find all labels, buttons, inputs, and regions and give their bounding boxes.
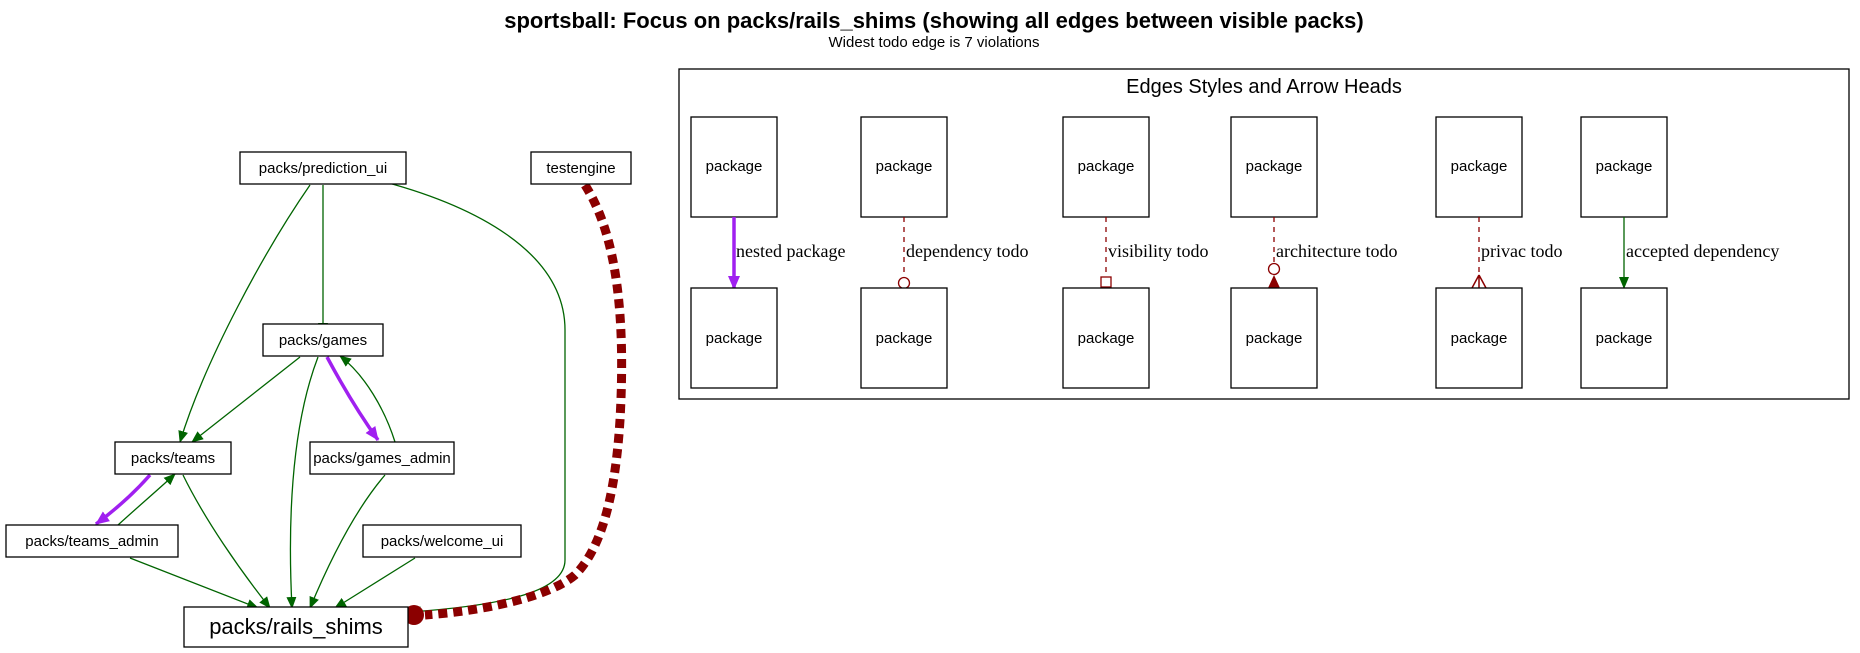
legend-title: Edges Styles and Arrow Heads — [1126, 76, 1402, 98]
legend-package-top-2: package — [860, 116, 948, 218]
legend-package-top-5: package — [1435, 116, 1523, 218]
todo-arrowhead-circle — [404, 605, 424, 625]
edge-games-to-teams — [191, 356, 301, 443]
legend-package-label: package — [1246, 158, 1303, 175]
legend-label-nested: nested package — [736, 241, 845, 261]
edge-teams-to-rails-shims — [182, 474, 271, 609]
node-rails-shims-label: packs/rails_shims — [209, 614, 383, 639]
legend-package-label: package — [1451, 158, 1508, 175]
legend-package-label: package — [876, 330, 933, 347]
edge-games-to-rails-shims — [286, 356, 319, 609]
node-games[interactable]: packs/games — [262, 323, 384, 357]
edge-testengine-todo-rails-shims — [424, 182, 627, 620]
legend-label-visibility-todo: visibility todo — [1108, 241, 1209, 261]
legend-package-label: package — [1596, 330, 1653, 347]
legend-package-bottom-6: package — [1580, 287, 1668, 389]
legend-package-label: package — [706, 330, 763, 347]
node-teams-admin[interactable]: packs/teams_admin — [5, 524, 179, 558]
edge-games-admin-to-games — [339, 355, 396, 443]
edge-welcome-to-rails-shims — [334, 557, 416, 609]
legend-package-label: package — [1596, 158, 1653, 175]
legend-package-top-6: package — [1580, 116, 1668, 218]
edge-games-admin-to-rails-shims — [309, 474, 386, 609]
legend-border — [678, 68, 1850, 400]
legend-package-top-3: package — [1062, 116, 1150, 218]
legend-package-bottom-1: package — [690, 287, 778, 389]
node-welcome-ui-label: packs/welcome_ui — [381, 533, 504, 550]
node-prediction-ui[interactable]: packs/prediction_ui — [239, 151, 407, 185]
legend-label-architecture-todo: architecture todo — [1276, 241, 1397, 261]
edge-games-nests-games-admin — [325, 356, 380, 442]
node-testengine-label: testengine — [546, 160, 615, 177]
legend-arrowhead-open-circle — [1267, 262, 1281, 276]
legend-package-top-4: package — [1230, 116, 1318, 218]
legend-package-label: package — [1078, 158, 1135, 175]
legend-label-accepted-dependency: accepted dependency — [1626, 241, 1779, 261]
graph-title: sportsball: Focus on packs/rails_shims (… — [504, 8, 1364, 33]
node-teams[interactable]: packs/teams — [114, 441, 232, 475]
legend-package-bottom-4: package — [1230, 287, 1318, 389]
nested-edges — [94, 356, 380, 526]
legend-arrowhead-crow — [1471, 274, 1487, 289]
legend-package-label: package — [706, 158, 763, 175]
node-games-label: packs/games — [279, 332, 367, 349]
legend-package-label: package — [876, 158, 933, 175]
node-teams-admin-label: packs/teams_admin — [25, 533, 158, 550]
legend-arrowhead-open-circle — [897, 276, 911, 290]
legend-arrowhead-open-box — [1100, 276, 1112, 288]
legend-label-privacy-todo: privac todo — [1481, 241, 1562, 261]
node-games-admin-label: packs/games_admin — [313, 450, 451, 467]
legend-package-label: package — [1246, 330, 1303, 347]
node-welcome-ui[interactable]: packs/welcome_ui — [362, 524, 522, 558]
node-prediction-ui-label: packs/prediction_ui — [259, 160, 387, 177]
legend-package-bottom-5: package — [1435, 287, 1523, 389]
node-rails-shims[interactable]: packs/rails_shims — [183, 606, 409, 648]
node-games-admin[interactable]: packs/games_admin — [309, 441, 455, 475]
legend-package-bottom-3: package — [1062, 287, 1150, 389]
node-teams-label: packs/teams — [131, 450, 215, 467]
legend-arrowhead-filled — [1268, 275, 1280, 288]
legend-package-top-1: package — [690, 116, 778, 218]
graph-subtitle: Widest todo edge is 7 violations — [829, 34, 1040, 51]
legend-package-label: package — [1451, 330, 1508, 347]
edge-prediction-to-teams — [178, 184, 311, 443]
legend-package-bottom-2: package — [860, 287, 948, 389]
legend-package-label: package — [1078, 330, 1135, 347]
edge-teams-nests-teams-admin — [94, 473, 152, 526]
legend-cluster: Edges Styles and Arrow Heads package nes… — [678, 68, 1850, 400]
edge-teams-admin-to-teams — [117, 473, 176, 526]
dependency-edges — [117, 181, 566, 617]
node-testengine[interactable]: testengine — [530, 151, 632, 185]
legend-label-dependency-todo: dependency todo — [906, 241, 1028, 261]
edge-teams-admin-to-rails-shims — [129, 557, 259, 609]
todo-edges — [404, 182, 627, 625]
